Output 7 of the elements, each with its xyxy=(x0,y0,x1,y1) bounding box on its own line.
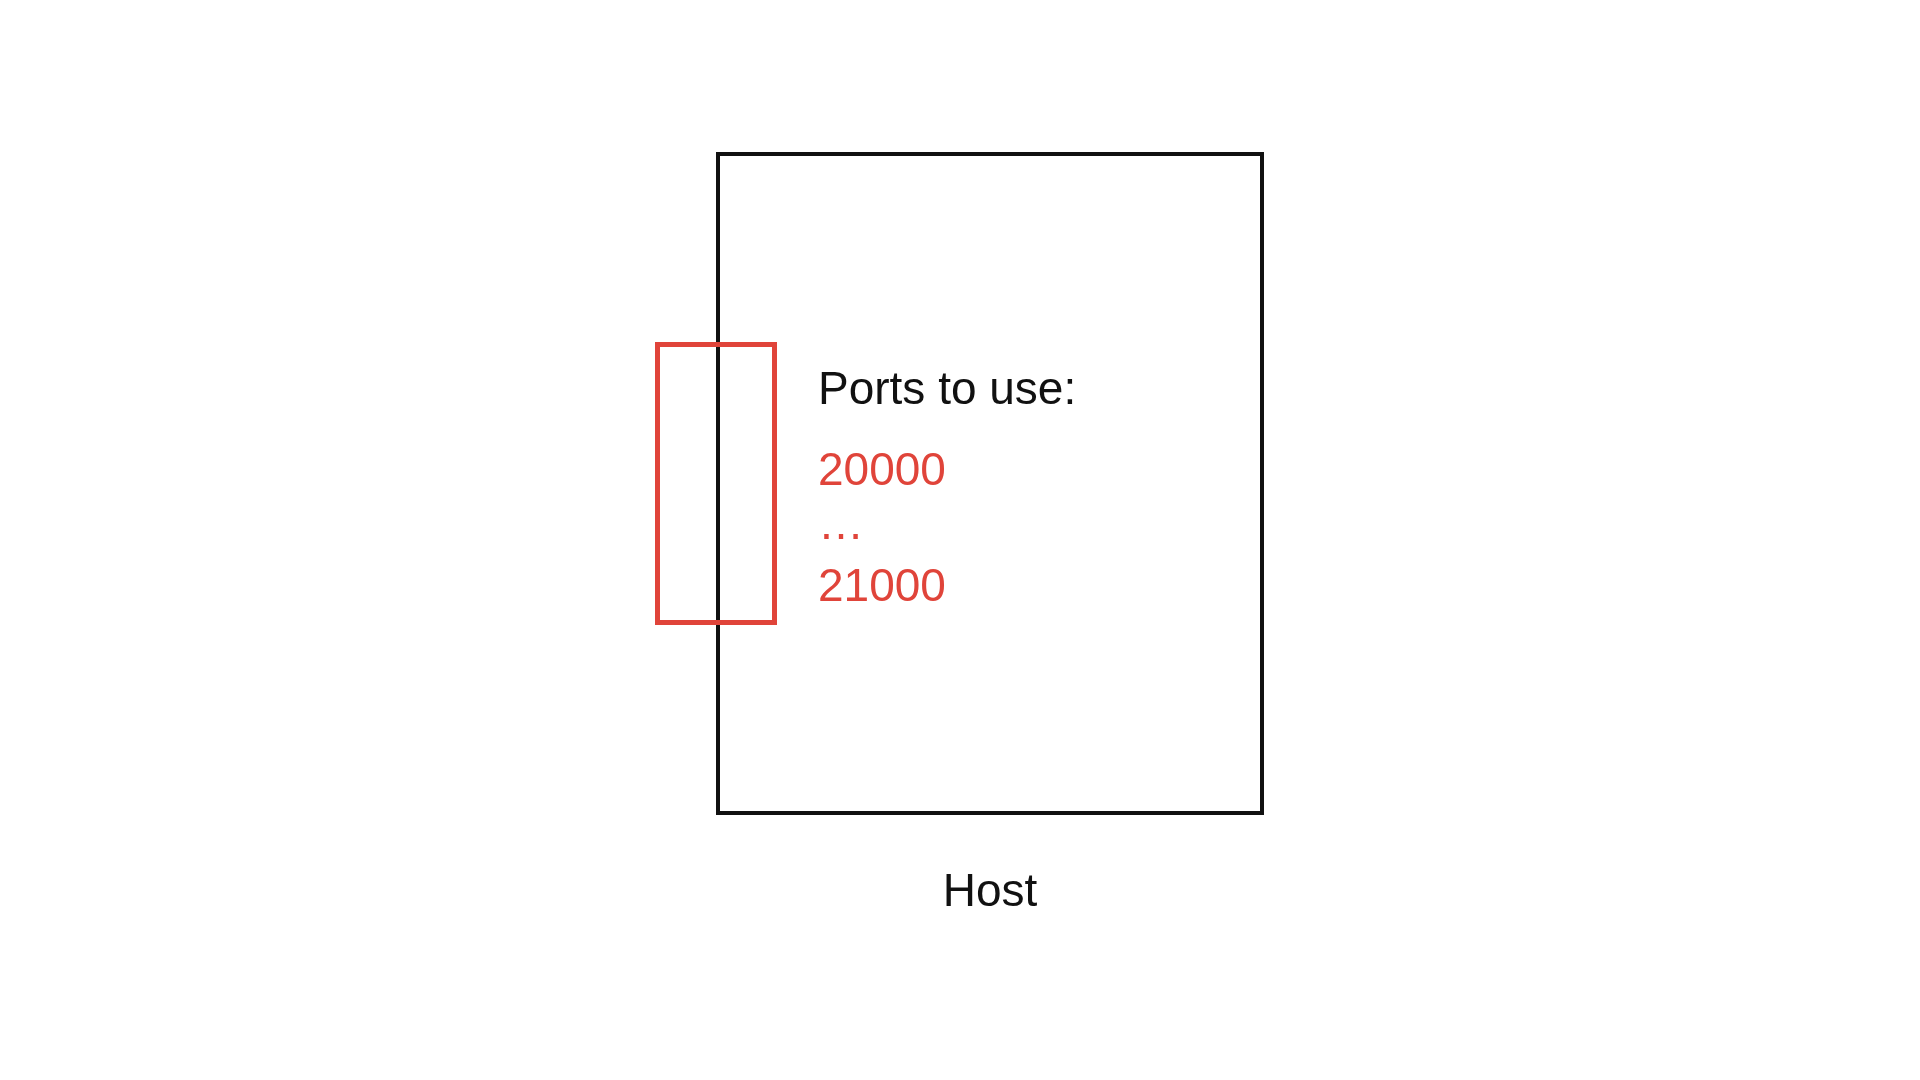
port-number: 20000 xyxy=(818,446,946,492)
host-box xyxy=(716,152,1264,815)
port-number: 21000 xyxy=(818,562,946,608)
caption-text: Host xyxy=(941,867,1039,913)
port-range-box xyxy=(655,342,777,625)
heading-text: Ports to use: xyxy=(818,365,1077,411)
ellipsis-text: … xyxy=(818,500,864,546)
